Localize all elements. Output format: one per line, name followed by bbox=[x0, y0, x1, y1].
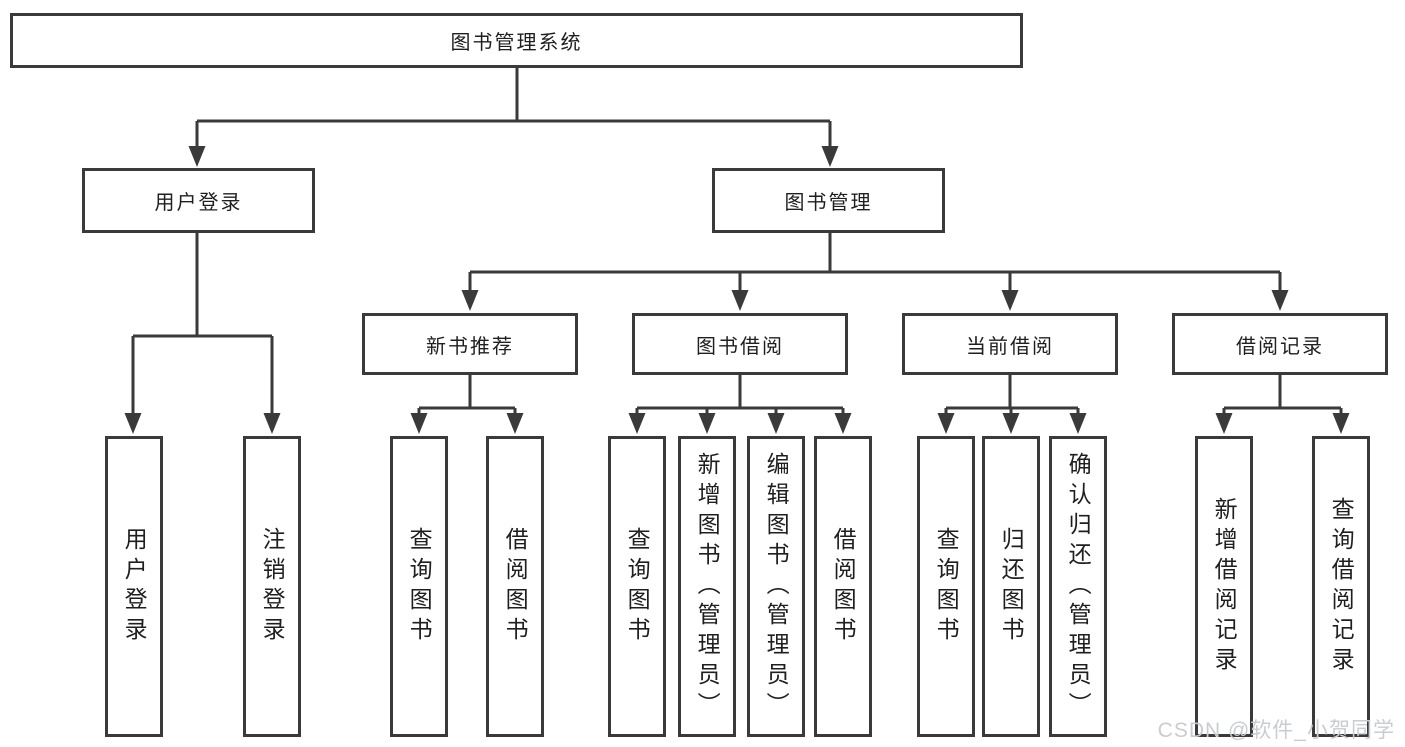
arrow-down-icon bbox=[937, 413, 955, 434]
node-records-add-borrow-record: 新增借阅记录 bbox=[1195, 436, 1253, 737]
connector-currentborrow-subtree bbox=[944, 375, 1080, 417]
node-label: 用户登录 bbox=[121, 526, 148, 647]
node-borrow-add-books-admin: 新增图书（管理员） bbox=[678, 436, 736, 737]
connector-records-subtree bbox=[1222, 375, 1343, 417]
connector-mgmt-to-level3 bbox=[468, 233, 1282, 294]
node-book-borrowing: 图书借阅 bbox=[632, 313, 848, 375]
node-current-return-books: 归还图书 bbox=[982, 436, 1040, 737]
arrow-down-icon bbox=[506, 413, 524, 434]
node-label: 新增图书（管理员） bbox=[694, 451, 721, 722]
arrow-down-icon bbox=[731, 290, 749, 311]
node-book-management: 图书管理 bbox=[712, 168, 945, 233]
connector-bookborrow-subtree bbox=[635, 375, 845, 417]
connector-newbook-subtree bbox=[417, 375, 517, 417]
node-label: 注销登录 bbox=[259, 526, 286, 647]
arrow-down-icon bbox=[263, 413, 281, 434]
arrow-down-icon bbox=[698, 413, 716, 434]
arrow-down-icon bbox=[1215, 413, 1233, 434]
node-borrowing-records: 借阅记录 bbox=[1172, 313, 1388, 375]
node-library-management-system: 图书管理系统 bbox=[10, 13, 1023, 68]
node-label: 查询借阅记录 bbox=[1328, 496, 1355, 677]
arrow-down-icon bbox=[628, 413, 646, 434]
arrow-down-icon bbox=[1271, 290, 1289, 311]
node-current-confirm-return-admin: 确认归还（管理员） bbox=[1049, 436, 1107, 737]
node-borrow-query-books: 查询图书 bbox=[608, 436, 666, 737]
node-label: 借阅图书 bbox=[830, 526, 857, 647]
node-label: 查询图书 bbox=[933, 526, 960, 647]
connector-root-to-level2 bbox=[195, 68, 832, 150]
node-label: 编辑图书（管理员） bbox=[763, 451, 790, 722]
node-label: 归还图书 bbox=[998, 526, 1025, 647]
arrow-down-icon bbox=[1001, 290, 1019, 311]
arrow-down-icon bbox=[410, 413, 428, 434]
arrow-down-icon bbox=[821, 146, 839, 167]
node-current-query-books: 查询图书 bbox=[917, 436, 975, 737]
arrow-down-icon bbox=[124, 413, 142, 434]
node-new-book-recommendation: 新书推荐 bbox=[362, 313, 578, 375]
node-borrow-borrow-books: 借阅图书 bbox=[814, 436, 872, 737]
node-label: 借阅图书 bbox=[502, 526, 529, 647]
node-label: 查询图书 bbox=[406, 526, 433, 647]
node-user-login-action: 用户登录 bbox=[105, 436, 163, 737]
node-newbook-borrow-books: 借阅图书 bbox=[486, 436, 544, 737]
arrow-down-icon bbox=[1002, 413, 1020, 434]
connector-userlogin-subtree bbox=[131, 233, 274, 417]
node-user-login: 用户登录 bbox=[82, 168, 315, 233]
watermark: CSDN @软件_小贺同学 bbox=[1157, 719, 1395, 742]
node-current-borrowing: 当前借阅 bbox=[902, 313, 1118, 375]
node-label: 查询图书 bbox=[624, 526, 651, 647]
arrow-down-icon bbox=[1069, 413, 1087, 434]
arrow-down-icon bbox=[834, 413, 852, 434]
arrow-down-icon bbox=[188, 146, 206, 167]
arrow-down-icon bbox=[767, 413, 785, 434]
node-borrow-edit-books-admin: 编辑图书（管理员） bbox=[747, 436, 805, 737]
node-newbook-query-books: 查询图书 bbox=[390, 436, 448, 737]
node-label: 新增借阅记录 bbox=[1211, 496, 1238, 677]
arrow-down-icon bbox=[461, 290, 479, 311]
node-records-query-borrow-record: 查询借阅记录 bbox=[1312, 436, 1370, 737]
node-logout-action: 注销登录 bbox=[243, 436, 301, 737]
connector-arrowheads bbox=[124, 146, 1350, 434]
node-label: 确认归还（管理员） bbox=[1065, 451, 1092, 722]
arrow-down-icon bbox=[1332, 413, 1350, 434]
connector-lines bbox=[131, 68, 1343, 417]
